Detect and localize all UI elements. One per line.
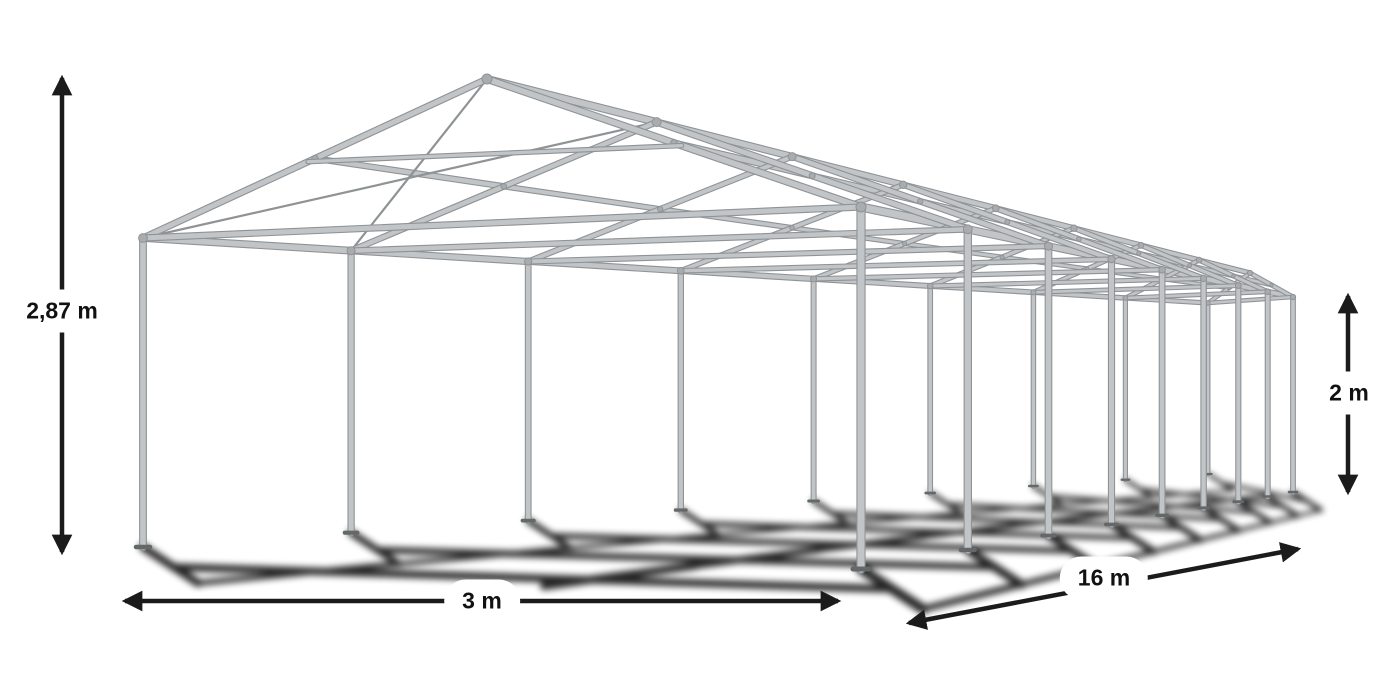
width-label: 3 m (446, 581, 518, 621)
steel-frame (133, 73, 1299, 574)
ground-shadows (139, 472, 1324, 614)
ridge-height-label: 2,87 m (10, 291, 114, 331)
length-label: 16 m (1061, 558, 1147, 598)
side-height-label: 2 m (1313, 373, 1385, 413)
